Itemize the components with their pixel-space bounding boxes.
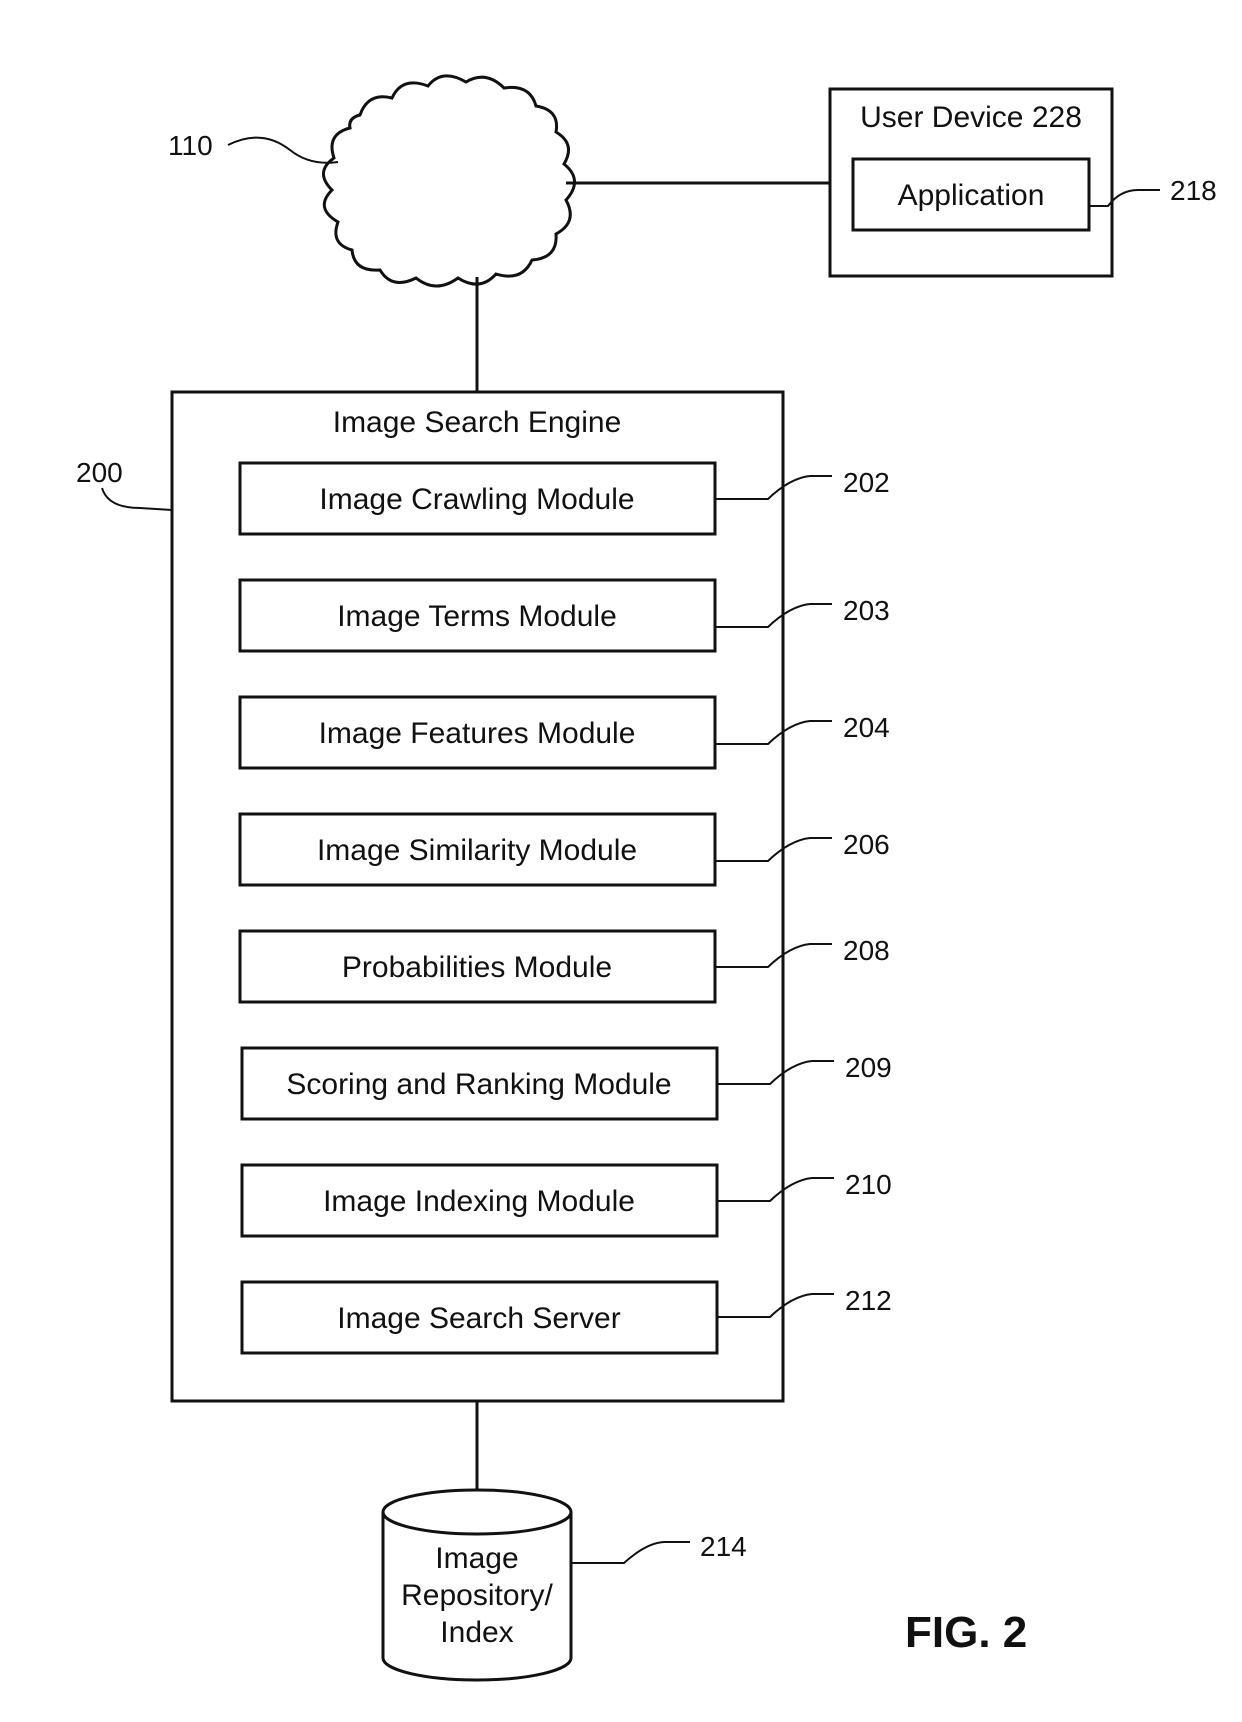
module-image-terms: Image Terms Module 203 [238, 578, 890, 653]
module-ref-leader [715, 603, 832, 628]
image-search-engine-ref-leader [101, 487, 173, 511]
user-device-title: User Device 228 [860, 101, 1082, 134]
module-ref: 210 [845, 1169, 892, 1200]
module-ref: 209 [845, 1052, 892, 1083]
module-label: Image Search Server [337, 1302, 620, 1335]
module-probabilities: Probabilities Module 208 [238, 929, 890, 1004]
module-ref-leader [715, 720, 832, 745]
application-label: Application [898, 179, 1045, 212]
module-label: Probabilities Module [342, 951, 612, 984]
module-image-crawling: Image Crawling Module 202 [238, 461, 890, 536]
module-label: Image Features Module [319, 717, 636, 750]
module-label: Image Similarity Module [317, 834, 637, 867]
application-ref-leader [1089, 189, 1160, 207]
repository-ref: 214 [700, 1531, 747, 1562]
module-image-similarity: Image Similarity Module 206 [238, 812, 890, 887]
module-label: Image Crawling Module [319, 483, 634, 516]
module-ref-leader [717, 1293, 834, 1318]
module-ref: 204 [843, 712, 890, 743]
figure-label: FIG. 2 [905, 1608, 1027, 1657]
module-ref-leader [717, 1177, 834, 1202]
module-label: Image Indexing Module [323, 1185, 635, 1218]
repository-ref-leader [571, 1541, 690, 1564]
network-cloud [322, 74, 576, 288]
module-scoring-ranking: Scoring and Ranking Module 209 [240, 1046, 892, 1121]
repository-line-2: Repository/ [401, 1579, 553, 1612]
module-ref: 208 [843, 935, 890, 966]
module-ref: 212 [845, 1285, 892, 1316]
module-image-search-server: Image Search Server 212 [240, 1280, 892, 1355]
module-image-features: Image Features Module 204 [238, 695, 890, 770]
module-label: Scoring and Ranking Module [286, 1068, 671, 1101]
module-image-indexing: Image Indexing Module 210 [240, 1163, 892, 1238]
module-ref-leader [715, 943, 832, 968]
image-search-engine-box [170, 390, 785, 1403]
module-ref: 202 [843, 467, 890, 498]
module-ref: 203 [843, 595, 890, 626]
repository-line-3: Index [440, 1616, 513, 1649]
image-search-engine-title: Image Search Engine [333, 406, 622, 439]
module-label: Image Terms Module [337, 600, 617, 633]
network-ref: 110 [168, 130, 213, 161]
image-repository-cylinder [381, 1488, 573, 1682]
network-ref-leader [227, 136, 339, 164]
module-ref-leader [715, 837, 832, 862]
image-search-engine-ref: 200 [76, 457, 123, 488]
application-ref: 218 [1170, 175, 1217, 206]
application-box [851, 157, 1091, 232]
repository-line-1: Image [435, 1542, 518, 1575]
module-ref: 206 [843, 829, 890, 860]
module-ref-leader [717, 1060, 834, 1085]
module-ref-leader [715, 475, 832, 500]
